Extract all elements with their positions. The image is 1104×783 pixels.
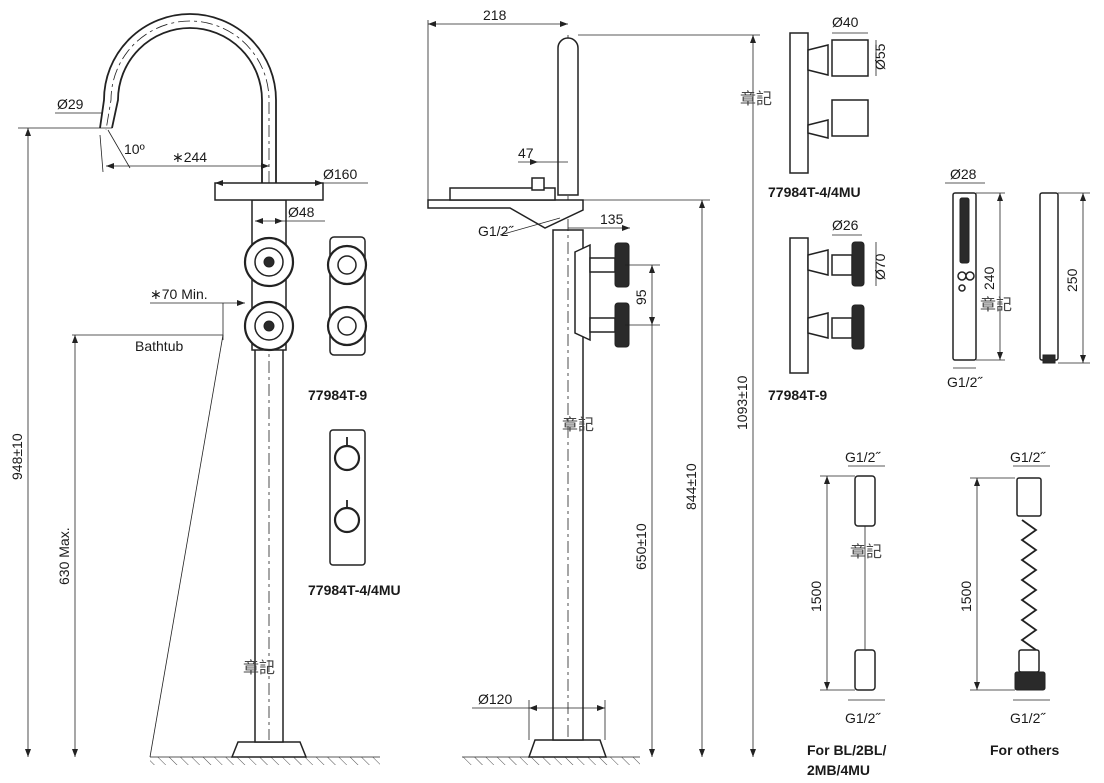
dim-hose-b-len: 1500 — [958, 581, 974, 612]
dim-handle-spacing: 95 — [633, 289, 649, 305]
dim-reach: ∗244 — [172, 149, 207, 165]
side-foot — [527, 739, 608, 758]
floor-hatch — [150, 757, 380, 765]
side-detail-4: Ø40 Ø55 章記 77984T-4/4MU — [740, 14, 888, 200]
watermark-3: 章記 — [740, 90, 772, 108]
dim-hose-a-top: G1/2˝ — [845, 449, 881, 465]
caption-hose-a-2: 2MB/4MU — [807, 762, 870, 778]
dim-shower-side: 250 — [1064, 268, 1080, 292]
faucet-foot — [230, 741, 308, 758]
label-model-4-side: 77984T-4/4MU — [768, 184, 861, 200]
dim-side-inlet: G1/2˝ — [478, 223, 514, 239]
dim-side-offset: 47 — [518, 145, 534, 161]
dim-hs-c: Ø26 — [832, 217, 859, 233]
dim-hose-b-bottom: G1/2˝ — [1010, 710, 1046, 726]
dim-foot-dia: Ø120 — [478, 691, 512, 707]
watermark-1: 章記 — [243, 659, 275, 677]
dim-base-plate: Ø160 — [323, 166, 357, 182]
label-model-9-side: 77984T-9 — [768, 387, 827, 403]
spout-inner — [99, 13, 277, 183]
spout-outer — [111, 27, 263, 183]
dim-hs-d: Ø70 — [872, 253, 888, 280]
watermark-4: 章記 — [980, 296, 1012, 314]
hand-shower: Ø28 240 G1/2˝ 章記 250 — [945, 166, 1090, 390]
shower-side — [1039, 192, 1059, 361]
watermark-5: 章記 — [850, 543, 882, 561]
detail-77984T-9: 77984T-9 — [308, 236, 367, 403]
dim-spout-height: 844±10 — [683, 463, 699, 510]
dim-min-clearance: ∗70 Min. — [150, 286, 208, 302]
dim-side-width: 218 — [483, 7, 507, 23]
front-view: Ø29 10º ∗244 Ø160 Ø48 ∗70 Min. Bathtub 9… — [9, 13, 380, 765]
cold-handle — [243, 300, 295, 352]
dim-spout-angle: 10º — [124, 141, 145, 157]
detail-77984T-4: 77984T-4/4MU — [308, 429, 401, 598]
dim-handle-depth: 135 — [600, 211, 624, 227]
dim-hose-a-len: 1500 — [808, 581, 824, 612]
label-model-4-front: 77984T-4/4MU — [308, 582, 401, 598]
caption-hose-a-1: For BL/2BL/ — [807, 742, 886, 758]
dim-side-total-height: 1093±10 — [734, 375, 750, 430]
dim-body-dia: Ø48 — [288, 204, 315, 220]
caption-hose-b: For others — [990, 742, 1059, 758]
dim-hose-b-top: G1/2˝ — [1010, 449, 1046, 465]
dim-shower-conn: G1/2˝ — [947, 374, 983, 390]
dim-shower-dia: Ø28 — [950, 166, 977, 182]
dim-hs-b: Ø55 — [872, 43, 888, 70]
label-model-9-front: 77984T-9 — [308, 387, 367, 403]
hose-a: G1/2˝ 1500 章記 G1/2˝ For BL/2BL/ 2MB/4MU — [807, 449, 886, 778]
hot-handle — [243, 236, 295, 288]
dim-hose-a-bottom: G1/2˝ — [845, 710, 881, 726]
dim-max-rim: 630 Max. — [56, 527, 72, 585]
side-spout-stem — [557, 37, 579, 196]
side-floor-hatch — [462, 757, 640, 765]
dim-shower-front: 240 — [981, 266, 997, 290]
side-detail-9: Ø26 Ø70 77984T-9 — [768, 217, 888, 403]
dim-spout-dia: Ø29 — [57, 96, 84, 112]
body-column — [254, 344, 284, 743]
hose-b: G1/2˝ 1500 G1/2˝ For others — [958, 449, 1059, 758]
watermark-2: 章記 — [562, 416, 594, 434]
dim-overall-height: 948±10 — [9, 433, 25, 480]
deck-plate — [214, 182, 324, 201]
label-bathtub: Bathtub — [135, 338, 183, 354]
dim-handle-height: 650±10 — [633, 523, 649, 570]
side-view: 218 47 G1/2˝ 135 95 1093±10 844±10 65 — [427, 7, 760, 765]
dim-hs-a: Ø40 — [832, 14, 859, 30]
